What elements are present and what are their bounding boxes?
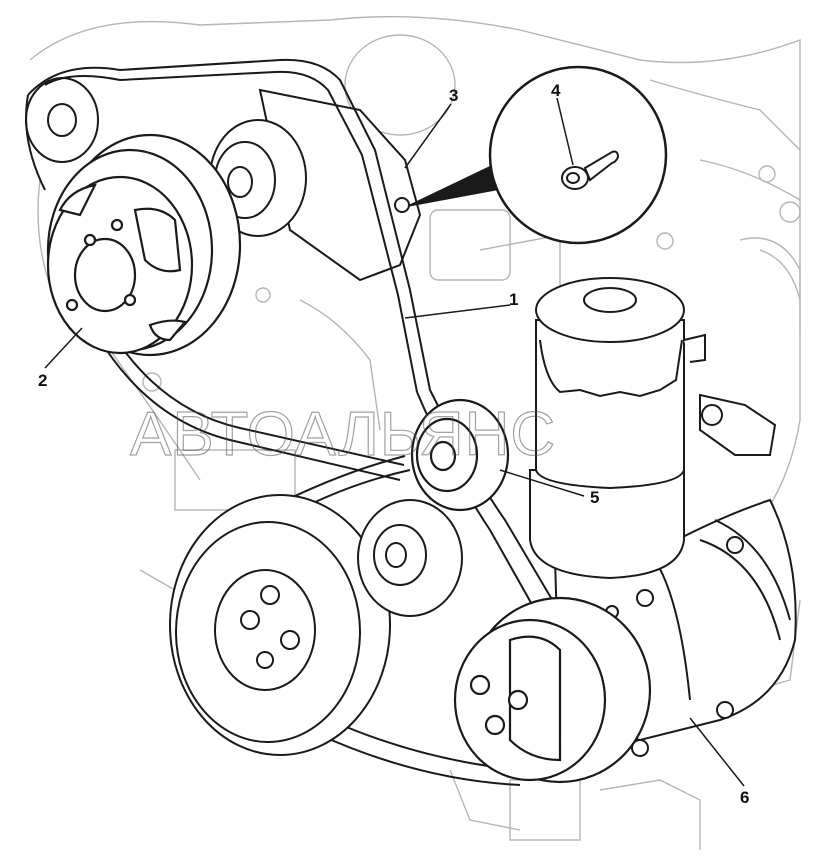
idler-pulley [410, 398, 510, 512]
callout-label-bolt: 4 [551, 81, 561, 100]
tensioner-bracket [258, 88, 422, 282]
crankshaft-pulley [169, 494, 391, 756]
callout-label-idler-pulley: 5 [590, 488, 599, 507]
watermark-text: АВТОАЛЬЯНС [130, 400, 556, 469]
water-pump-pulley [46, 133, 242, 357]
lower-idler-pulley [357, 499, 463, 617]
callout-label-water-pump-pulley: 2 [38, 371, 47, 390]
callout-label-belt: 1 [509, 290, 518, 309]
bolt-detail-magnifier [407, 65, 668, 245]
upper-idler-pulley [25, 77, 99, 163]
bolt [561, 150, 620, 190]
callout-label-tensioner-bracket: 3 [449, 86, 458, 105]
oil-filter-housing [529, 277, 706, 580]
leader-lines [44, 97, 745, 787]
callout-label-ac-compressor: 6 [740, 788, 749, 807]
sensor [699, 393, 777, 456]
ac-clutch-pulley [453, 596, 652, 784]
